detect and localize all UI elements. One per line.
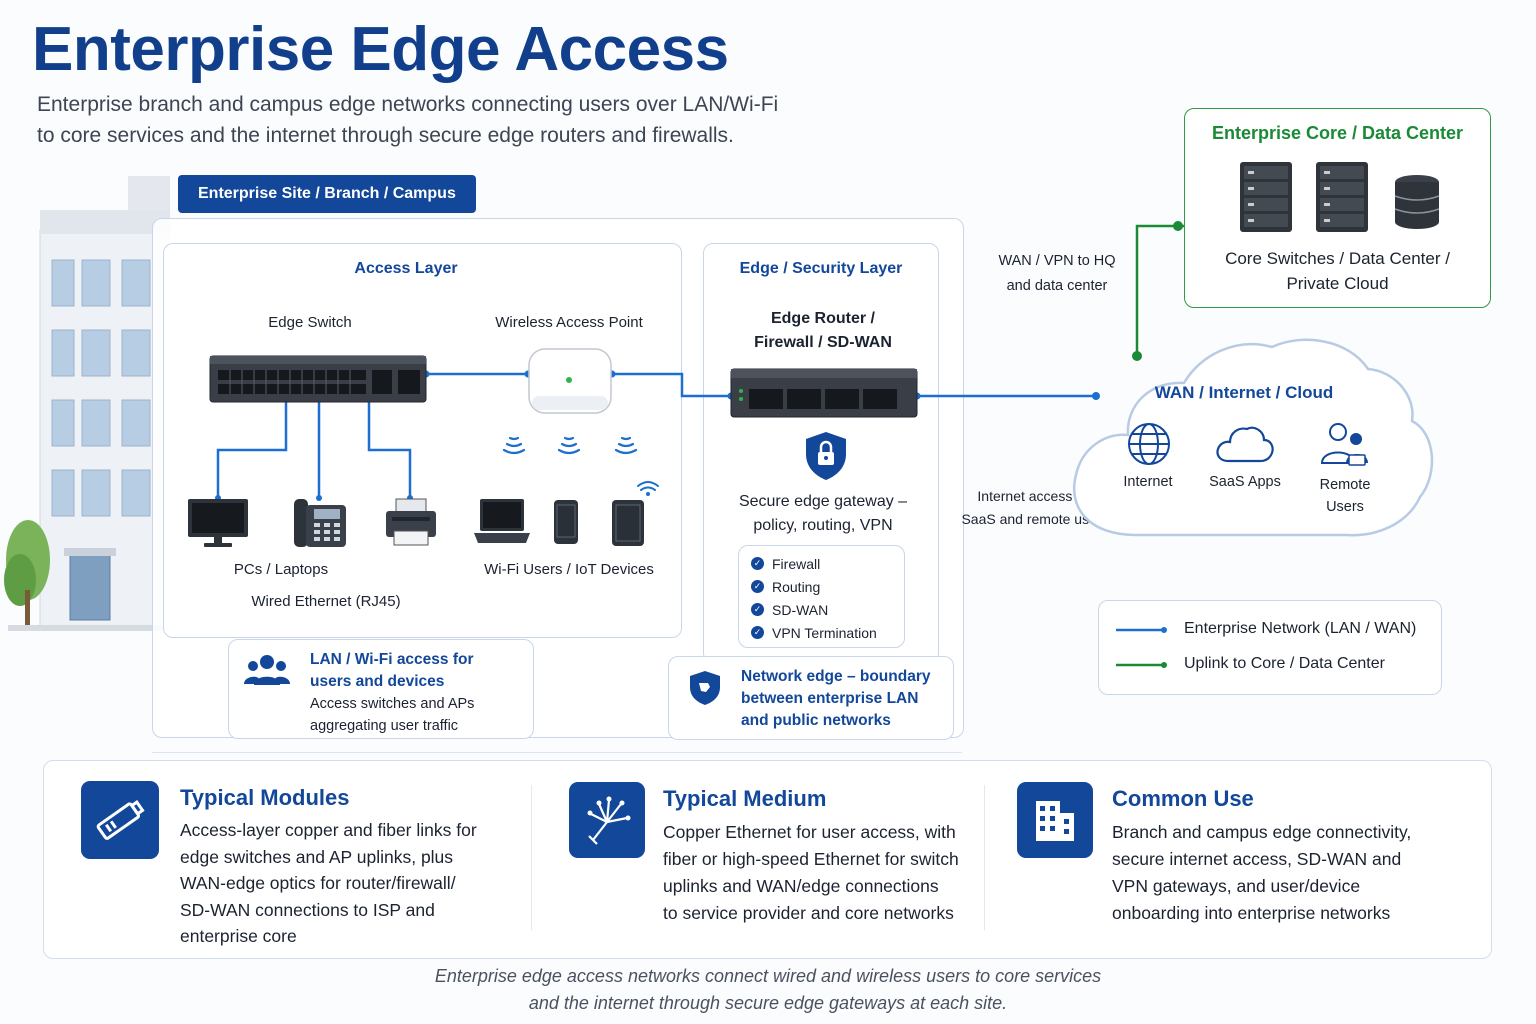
edge-switch-icon <box>209 355 427 403</box>
check-icon: ✓ <box>751 603 764 616</box>
feature-checklist: ✓Firewall ✓Routing ✓SD-WAN ✓VPN Terminat… <box>738 545 905 648</box>
page-subtitle: Enterprise branch and campus edge networ… <box>37 93 779 147</box>
wifi-users-label: Wi-Fi Users / IoT Devices <box>484 561 654 578</box>
edge-router-icon <box>730 368 918 418</box>
access-layer-title: Access Layer <box>354 260 458 277</box>
legend <box>1098 600 1442 695</box>
internet-label: Internet <box>1123 474 1173 490</box>
edge-router-label: Edge Router / Firewall / SD-WAN <box>754 310 892 351</box>
check-icon: ✓ <box>751 626 764 639</box>
ap-router-link <box>612 372 731 398</box>
wifi-signal-icons <box>502 436 638 455</box>
lan-access-note <box>228 639 534 739</box>
monitor-icon <box>188 499 248 547</box>
switch-pc-link <box>216 402 288 498</box>
divider <box>531 785 532 930</box>
page-title: Enterprise Edge Access <box>32 15 729 84</box>
servers-storage-icon <box>1240 162 1440 232</box>
edge-switch-label: Edge Switch <box>268 314 352 331</box>
lan-note-text: LAN / Wi-Fi access for users and devices… <box>310 651 475 734</box>
switch-printer-link <box>367 402 412 498</box>
typical-modules-text: Access-layer copper and fiber links for … <box>180 820 477 946</box>
wireless-ap-label: Wireless Access Point <box>495 314 643 331</box>
feature-item: ✓VPN Termination <box>751 621 892 644</box>
pcs-laptops-label: PCs / Laptops <box>233 561 329 578</box>
security-shield-lock-icon <box>806 432 846 480</box>
info-card <box>43 760 1492 959</box>
building-icon <box>1017 782 1093 858</box>
smartphone-icon <box>554 500 578 544</box>
typical-medium-text: Copper Ethernet for user access, with fi… <box>663 822 959 923</box>
saas-label: SaaS Apps <box>1209 474 1281 490</box>
core-uplink <box>1135 224 1184 356</box>
users-group-icon <box>244 655 290 685</box>
laptop-icon <box>474 499 530 543</box>
core-title: Enterprise Core / Data Center <box>1211 123 1464 143</box>
wired-ethernet-label: Wired Ethernet (RJ45) <box>251 593 401 610</box>
site-pill: Enterprise Site / Branch / Campus <box>178 175 476 213</box>
wan-cloud-shape <box>1073 338 1434 537</box>
internet-access-label: Internet access for SaaS and remote user… <box>961 488 1109 527</box>
legend-swatches <box>1116 627 1167 668</box>
printer-icon <box>386 498 436 546</box>
secure-gateway-label: Secure edge gateway – policy, routing, V… <box>738 493 908 534</box>
remote-users-label: Remote Users <box>1319 477 1371 515</box>
remote-users-icon <box>1320 423 1368 466</box>
shield-icon <box>690 671 720 705</box>
tablet-icon <box>612 481 659 546</box>
wireless-ap-icon <box>528 348 612 414</box>
typical-modules-title: Typical Modules <box>180 785 350 810</box>
divider <box>152 752 962 753</box>
feature-item: ✓Firewall <box>751 552 892 575</box>
access-layer-panel <box>163 243 682 638</box>
core-label: Core Switches / Data Center / Private Cl… <box>1225 249 1450 293</box>
check-icon: ✓ <box>751 580 764 593</box>
divider <box>984 785 985 930</box>
desk-phone-icon <box>294 499 346 547</box>
boundary-note-text: Network edge – boundary between enterpri… <box>741 668 931 729</box>
cloud-title: WAN / Internet / Cloud <box>1154 383 1334 402</box>
typical-medium-title: Typical Medium <box>663 786 827 811</box>
wan-vpn-label: WAN / VPN to HQ and data center <box>998 253 1116 294</box>
common-use-title: Common Use <box>1112 786 1254 811</box>
office-building-illustration <box>4 176 170 631</box>
fiber-icon <box>569 782 645 858</box>
legend-enterprise-label: Enterprise Network (LAN / WAN) <box>1184 620 1417 637</box>
feature-item: ✓Routing <box>751 575 892 598</box>
feature-item: ✓SD-WAN <box>751 598 892 621</box>
globe-icon <box>1128 423 1170 465</box>
edge-layer-title: Edge / Security Layer <box>739 260 903 277</box>
transceiver-icon <box>81 781 159 859</box>
legend-uplink-label: Uplink to Core / Data Center <box>1184 655 1385 672</box>
figure-caption: Enterprise edge access networks connect … <box>434 966 1102 1013</box>
common-use-text: Branch and campus edge connectivity, sec… <box>1112 822 1412 923</box>
check-icon: ✓ <box>751 557 764 570</box>
saas-cloud-icon <box>1216 426 1274 463</box>
